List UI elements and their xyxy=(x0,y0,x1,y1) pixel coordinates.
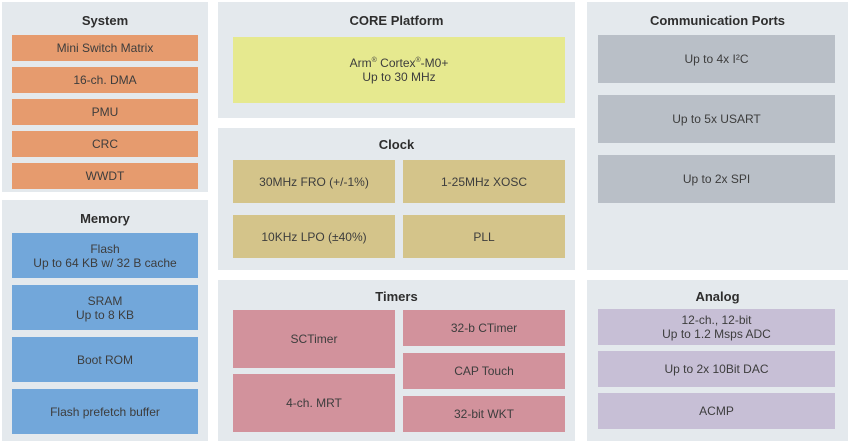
communication-ports-panel: Communication Ports Up to 4x I²C Up to 5… xyxy=(587,2,848,270)
block-label: 12-ch., 12-bit xyxy=(681,313,752,327)
cpu-name: Arm® Cortex®-M0+ xyxy=(350,56,449,70)
timers-panel-title: Timers xyxy=(375,289,418,304)
registered-mark: ® xyxy=(371,57,377,64)
block-crc: CRC xyxy=(12,131,198,157)
timers-left-column: SCTimer 4-ch. MRT xyxy=(233,310,395,432)
block-dma: 16-ch. DMA xyxy=(12,67,198,93)
core-block-list: Arm® Cortex®-M0+ Up to 30 MHz xyxy=(218,29,575,103)
block-pmu: PMU xyxy=(12,99,198,125)
timers-panel: Timers SCTimer 4-ch. MRT 32-b CTimer CAP… xyxy=(218,280,575,441)
text-part: Cortex xyxy=(376,56,416,70)
memory-panel-title: Memory xyxy=(80,211,130,226)
block-usart: Up to 5x USART xyxy=(598,95,835,143)
system-panel-title: System xyxy=(81,13,129,28)
clock-panel: Clock 30MHz FRO (+/-1%) 1-25MHz XOSC 10K… xyxy=(218,128,575,270)
block-i2c: Up to 4x I²C xyxy=(598,35,835,83)
block-sublabel: Up to 64 KB w/ 32 B cache xyxy=(33,255,177,270)
text-part: Arm xyxy=(349,56,372,70)
block-label: ACMP xyxy=(699,404,734,418)
block-xosc: 1-25MHz XOSC xyxy=(403,160,565,203)
block-label: Flash prefetch buffer xyxy=(50,404,160,419)
block-adc: 12-ch., 12-bit Up to 1.2 Msps ADC xyxy=(598,309,835,345)
block-acmp: ACMP xyxy=(598,393,835,429)
communication-block-list: Up to 4x I²C Up to 5x USART Up to 2x SPI xyxy=(587,29,848,203)
block-cap-touch: CAP Touch xyxy=(403,353,565,389)
block-sublabel: Up to 1.2 Msps ADC xyxy=(662,327,771,341)
communication-ports-panel-title: Communication Ports xyxy=(649,13,786,28)
analog-block-list: 12-ch., 12-bit Up to 1.2 Msps ADC Up to … xyxy=(587,305,848,429)
block-sctimer: SCTimer xyxy=(233,310,395,368)
clock-block-grid: 30MHz FRO (+/-1%) 1-25MHz XOSC 10KHz LPO… xyxy=(218,153,575,258)
system-panel: System Mini Switch Matrix 16-ch. DMA PMU… xyxy=(2,2,208,192)
block-spi: Up to 2x SPI xyxy=(598,155,835,203)
timers-right-column: 32-b CTimer CAP Touch 32-bit WKT xyxy=(403,310,565,432)
analog-panel: Analog 12-ch., 12-bit Up to 1.2 Msps ADC… xyxy=(587,280,848,441)
cpu-speed: Up to 30 MHz xyxy=(362,70,436,84)
block-fro: 30MHz FRO (+/-1%) xyxy=(233,160,395,203)
block-dac: Up to 2x 10Bit DAC xyxy=(598,351,835,387)
timers-block-columns: SCTimer 4-ch. MRT 32-b CTimer CAP Touch … xyxy=(218,305,575,432)
core-platform-panel: CORE Platform Arm® Cortex®-M0+ Up to 30 … xyxy=(218,2,575,118)
core-platform-panel-title: CORE Platform xyxy=(349,13,444,28)
block-mini-switch-matrix: Mini Switch Matrix xyxy=(12,35,198,61)
block-label: SRAM xyxy=(87,293,123,308)
block-wwdt: WWDT xyxy=(12,163,198,189)
registered-mark: ® xyxy=(415,57,421,64)
block-sram: SRAM Up to 8 KB xyxy=(12,285,198,330)
block-pll: PLL xyxy=(403,215,565,258)
block-wkt: 32-bit WKT xyxy=(403,396,565,432)
system-block-list: Mini Switch Matrix 16-ch. DMA PMU CRC WW… xyxy=(2,29,208,189)
block-flash: Flash Up to 64 KB w/ 32 B cache xyxy=(12,233,198,278)
block-mrt: 4-ch. MRT xyxy=(233,374,395,432)
block-label: Flash xyxy=(90,241,120,256)
memory-block-list: Flash Up to 64 KB w/ 32 B cache SRAM Up … xyxy=(2,227,208,434)
block-arm-cortex-m0plus: Arm® Cortex®-M0+ Up to 30 MHz xyxy=(233,37,565,103)
block-flash-prefetch-buffer: Flash prefetch buffer xyxy=(12,389,198,434)
memory-panel: Memory Flash Up to 64 KB w/ 32 B cache S… xyxy=(2,200,208,441)
block-boot-rom: Boot ROM xyxy=(12,337,198,382)
clock-panel-title: Clock xyxy=(378,137,415,152)
block-sublabel: Up to 8 KB xyxy=(75,307,135,322)
block-label: Up to 2x 10Bit DAC xyxy=(664,362,769,376)
text-part: -M0+ xyxy=(420,56,449,70)
block-ctimer: 32-b CTimer xyxy=(403,310,565,346)
block-lpo: 10KHz LPO (±40%) xyxy=(233,215,395,258)
analog-panel-title: Analog xyxy=(695,289,740,304)
block-label: Boot ROM xyxy=(76,352,133,367)
